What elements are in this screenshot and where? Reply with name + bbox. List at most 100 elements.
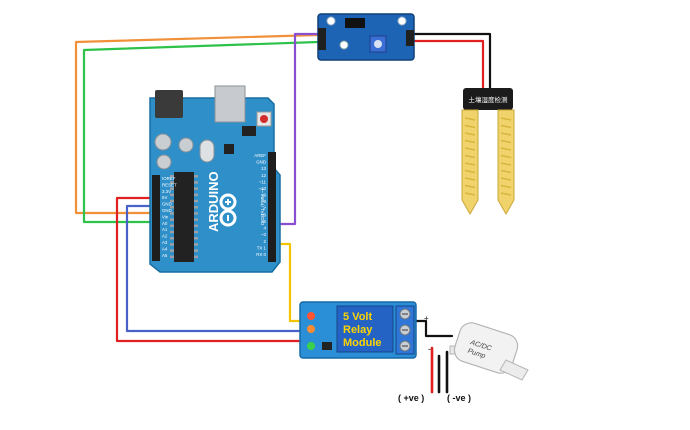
probe-stripe xyxy=(500,132,512,136)
left-pin-label: Vin xyxy=(162,214,169,219)
mcu-pin xyxy=(170,243,174,246)
probe-stripe xyxy=(464,162,476,166)
right-pin-label: ~10 xyxy=(259,186,267,191)
pump: AC/DC Pump + - xyxy=(424,314,529,381)
probe-stripe xyxy=(500,139,512,144)
mcu-pin xyxy=(194,187,198,190)
relay-led-orange xyxy=(307,325,315,333)
power-negative-label: ( -ve ) xyxy=(447,393,471,403)
probe-stripe xyxy=(464,132,476,136)
mcu-pin xyxy=(170,218,174,221)
right-pin-label: RX 0 xyxy=(256,252,266,257)
left-header xyxy=(152,175,160,261)
icsp-header xyxy=(242,126,256,136)
probe-stripe xyxy=(500,192,512,196)
probe-stripe xyxy=(464,184,476,189)
left-pin-label: A3 xyxy=(162,240,168,245)
relay-block xyxy=(336,305,394,353)
probe-stripe xyxy=(464,169,476,174)
relay-led-green xyxy=(307,342,315,350)
sensor-module-header xyxy=(318,28,326,50)
mcu-pin xyxy=(194,206,198,209)
mcu-pin xyxy=(170,187,174,190)
small-chip xyxy=(224,144,234,154)
right-pin-label: 13 xyxy=(261,166,266,171)
sensor-module-chip xyxy=(345,18,365,28)
wire-sensor-black xyxy=(412,32,492,90)
mcu-pin xyxy=(170,237,174,240)
capacitor-2 xyxy=(156,154,172,170)
pump-nozzle xyxy=(499,359,529,381)
arduino-uno: ARDUINO IOREFRESET3.3V5VGNDGNDVinA0A1A2A… xyxy=(149,85,281,273)
right-pin-label: 4 xyxy=(264,226,267,231)
mcu-pin xyxy=(194,230,198,234)
arduino-logo xyxy=(219,193,237,227)
right-pin-label: 8 xyxy=(264,199,267,204)
arduino-brand: ARDUINO xyxy=(206,171,221,232)
right-pin-label: ~9 xyxy=(261,193,267,198)
sensor-module-out-header xyxy=(406,30,414,46)
left-pin-label: GND xyxy=(162,208,172,213)
relay-terminal-block xyxy=(395,305,415,355)
right-pin-label: AREF xyxy=(254,153,266,158)
right-pin-label: ~6 xyxy=(261,212,267,217)
mcu-pin xyxy=(194,175,198,178)
wires xyxy=(74,32,492,394)
probe-stripe xyxy=(500,177,512,181)
mcu-pin xyxy=(170,199,174,203)
right-pin-label: 12 xyxy=(261,173,266,178)
capacitor-1 xyxy=(154,133,172,151)
mcu-pin xyxy=(194,243,198,246)
left-pin-label: A1 xyxy=(162,227,168,232)
wire-sensor-red xyxy=(412,39,485,90)
right-header xyxy=(268,152,276,262)
probe-head xyxy=(463,88,513,110)
mcu-pin xyxy=(170,255,174,259)
right-pin-label: TX 1 xyxy=(257,245,267,250)
right-pin-label: ~5 xyxy=(261,219,267,224)
probe-stripe xyxy=(500,154,512,159)
mcu-pin xyxy=(170,212,174,215)
mcu-pin xyxy=(170,193,174,197)
wire-yellow xyxy=(270,242,302,323)
mcu-pin xyxy=(170,206,174,209)
right-pin-label: GND xyxy=(256,160,266,165)
wire-relay-pump-black xyxy=(414,319,454,338)
reset-button-cap xyxy=(260,115,268,123)
microcontroller-pins xyxy=(170,175,198,259)
mcu-pin xyxy=(194,237,198,240)
relay-chip xyxy=(322,342,332,350)
probe-stripe xyxy=(500,147,512,151)
probe-stripe xyxy=(464,147,476,151)
probe-stripe xyxy=(464,117,476,121)
digital-label: DIGITAL (PWM ~) xyxy=(260,188,265,225)
pump-minus-mark: - xyxy=(428,344,431,354)
relay-title-line-2: Relay xyxy=(343,324,373,336)
probe-stripe xyxy=(500,184,512,189)
probe-stripe xyxy=(464,154,476,159)
left-pin-label: GND xyxy=(162,202,172,207)
wire-orange xyxy=(74,33,320,215)
mcu-pin xyxy=(194,193,198,197)
microcontroller xyxy=(174,172,194,262)
pump-plus-mark: + xyxy=(424,314,429,323)
relay-module: 5 Volt Relay Module xyxy=(299,301,417,359)
probe-stripe xyxy=(464,139,476,144)
wire-purple xyxy=(270,32,320,226)
left-pin-label: 5V xyxy=(162,195,167,200)
left-pin-label: RESET xyxy=(162,182,177,187)
power-positive-label: ( +ve ) xyxy=(398,393,424,403)
mcu-pin xyxy=(170,224,174,228)
mcu-pin xyxy=(194,212,198,215)
right-pin-label: 7 xyxy=(264,206,267,211)
probe-label: 土壤湿度检测 xyxy=(469,95,509,104)
sensor-module xyxy=(317,13,415,61)
soil-probe: 土壤湿度检测 xyxy=(461,88,515,216)
probe-stripe xyxy=(464,124,476,129)
left-pin-label: IOREF xyxy=(162,176,176,181)
mcu-pin xyxy=(170,181,174,184)
sensor-module-hole-left xyxy=(326,16,336,26)
potentiometer-knob xyxy=(374,40,382,48)
